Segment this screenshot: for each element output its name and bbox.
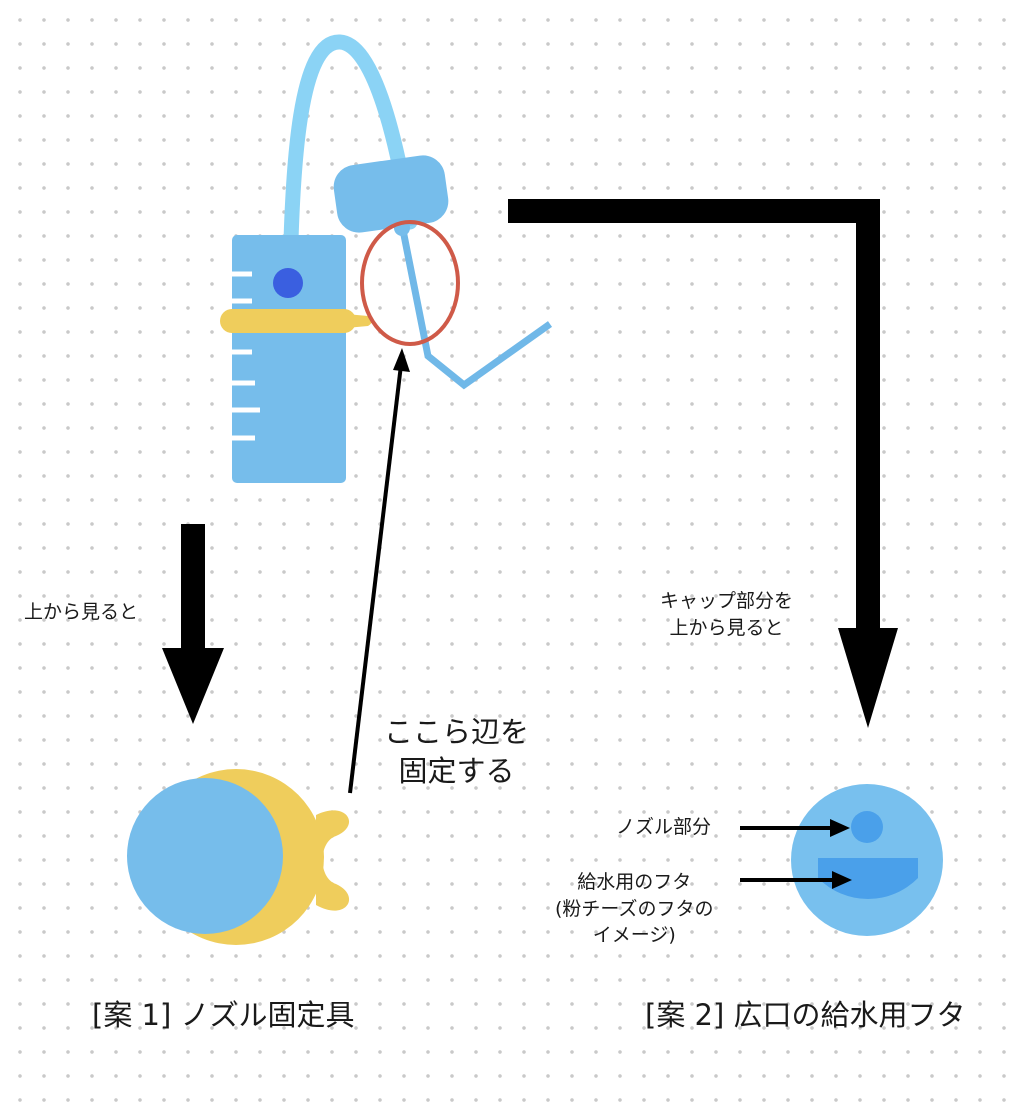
label-top-view-left: 上から見ると [24,601,139,623]
label-plan1: [案 1] ノズル固定具 [92,998,355,1032]
highlight-circle [360,220,460,346]
plan1-top-view [127,769,350,945]
nozzle-cap [333,155,449,233]
arrow-fix-point [348,348,410,794]
nozzle-line [398,224,553,390]
arrow-water-lid [740,871,852,889]
arrow-to-cap-view [508,199,898,728]
tube-entry-dot [273,268,303,298]
label-water-lid: 給水用のフタ (粉チーズのフタの イメージ) [555,871,714,947]
bottle-body [232,235,346,483]
label-nozzle-part: ノズル部分 [616,816,712,838]
arrow-down-top-view [162,524,224,724]
arrow-nozzle-part [740,819,850,837]
feeding-tube [282,34,418,290]
label-cap-top-view: キャップ部分を 上から見ると [660,590,794,639]
label-plan2: [案 2] 広口の給水用フタ [645,998,966,1032]
bottle-scale-marks [232,271,260,441]
plan2-cap-top-view [791,784,943,936]
holder-ring [220,309,372,333]
label-fix-here: ここら辺を 固定する [384,715,530,789]
